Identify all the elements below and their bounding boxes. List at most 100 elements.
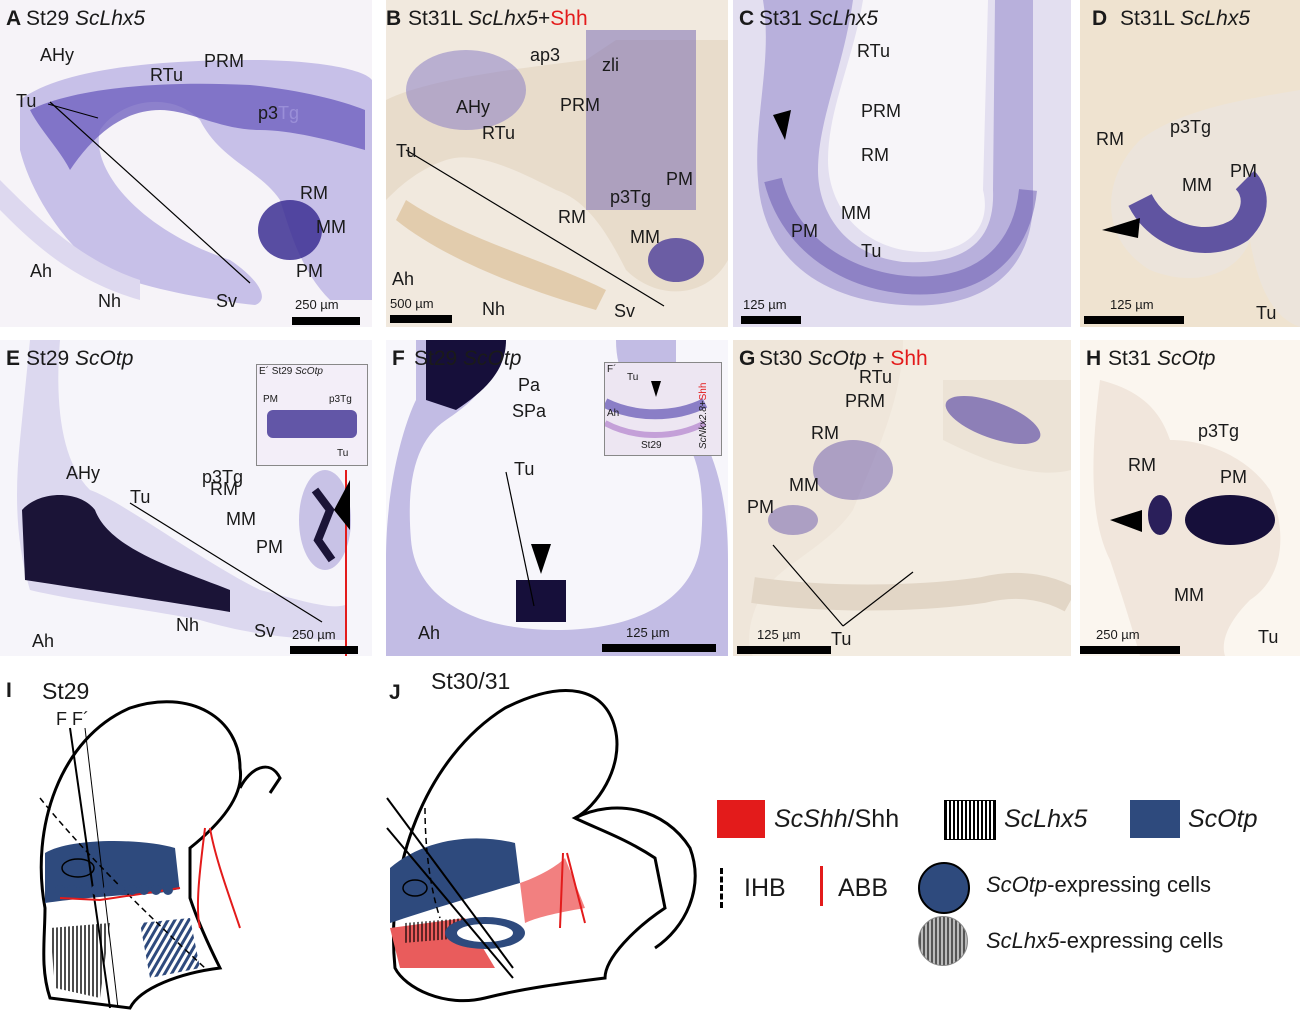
panel-letter: G (739, 347, 756, 370)
panel-b-micrograph (386, 30, 728, 310)
label-p3tg: p3Tg (258, 104, 299, 122)
panel-c: C St31 ScLhx5 RTu PRM RM MM PM Tu 125 µm (733, 0, 1071, 327)
scale-bar-text: 125 µm (757, 627, 801, 642)
panel-letter: A (6, 7, 22, 30)
inset-tu: Tu (337, 448, 349, 459)
label-zli: zli (602, 55, 619, 75)
legend-otp-cells-suffix: -expressing cells (1047, 872, 1211, 897)
legend-ihb-line (720, 868, 723, 908)
scale-bar-text: 250 µm (295, 297, 339, 312)
gene-label: ScLhx5 (75, 7, 146, 30)
inset-ah: Ah (607, 408, 620, 419)
scale-bar-text: 125 µm (626, 625, 670, 640)
legend-lhx5-cells-label: ScLhx5-expressing cells (986, 930, 1223, 952)
gene-label: ScLhx5 (1179, 7, 1250, 30)
label-tu: Tu (861, 241, 882, 261)
label-tg: Tg (278, 103, 300, 123)
label-ahy: AHy (66, 463, 101, 483)
label-mm: MM (316, 217, 346, 237)
scale-bar-text: 125 µm (1110, 297, 1154, 312)
label-rm: RM (861, 145, 889, 165)
inset-side-title: ScNkx2.8+Shh (698, 382, 709, 449)
label-ah: Ah (392, 269, 415, 289)
label-ah: Ah (30, 261, 53, 281)
label-prm: PRM (845, 391, 885, 411)
inset-gene: ScOtp (295, 366, 323, 377)
schematic-j-drawing (386, 689, 697, 1003)
schematic-j: J St30/31 G C (385, 668, 705, 1011)
legend-shh-label: ScShh/Shh (774, 807, 899, 832)
label-spa: SPa (512, 401, 547, 421)
stage-label: St30 (759, 347, 803, 370)
legend-lhx5-cells-suffix: -expressing cells (1059, 928, 1224, 953)
scale-bar-text: 250 µm (1096, 627, 1140, 642)
panel-h: H St31 ScOtp RM p3Tg PM MM Tu 250 µm (1080, 340, 1300, 656)
schematic-title: St30/31 (431, 668, 511, 694)
inset-letter: F´ (607, 364, 617, 375)
panel-letter: E (6, 347, 21, 370)
stage-label: St29 (26, 347, 70, 370)
label-tu: Tu (514, 459, 535, 479)
label-rtu: RTu (859, 367, 893, 387)
label-pm: PM (256, 537, 283, 557)
inset-pm: PM (263, 394, 278, 405)
inset-p3tg: p3Tg (329, 394, 352, 405)
label-tu: Tu (396, 141, 417, 161)
label-mm: MM (789, 475, 819, 495)
schematic-letter: J (389, 681, 401, 704)
panel-c-micrograph (733, 0, 1071, 327)
inset-plus: + (698, 400, 709, 407)
stage-label: St29 (414, 347, 458, 370)
label-nh: Nh (482, 299, 506, 319)
panel-g-micrograph (733, 340, 1071, 656)
gene-label: ScLhx5 (808, 7, 879, 30)
panel-letter: F (392, 347, 405, 370)
inset-stain (267, 410, 357, 438)
legend-shh-protein: /Shh (847, 805, 900, 833)
legend-abb-line (820, 866, 823, 906)
label-rtu: RTu (150, 65, 184, 85)
panel-title: St29 ScOtp (26, 348, 133, 369)
stage-label: St29 (26, 7, 70, 30)
gene-label: ScOtp (1157, 347, 1216, 370)
label-pm: PM (1220, 467, 1247, 487)
label-pm: PM (791, 221, 818, 241)
label-prm: PRM (560, 95, 600, 115)
inset-f-prime: F´ Tu Ah St29 ScNkx2.8+Shh (604, 362, 722, 456)
label-rtu: RTu (857, 41, 891, 61)
label-ah: Ah (418, 623, 441, 643)
section-f-label: F (56, 709, 67, 729)
legend-lhx5-swatch (944, 800, 996, 840)
label-mm: MM (226, 509, 256, 529)
schematic-letter: I (6, 679, 12, 702)
label-ahy: AHy (40, 45, 75, 65)
legend-lhx5-gene: ScLhx5 (1004, 805, 1088, 833)
scale-bar (737, 646, 831, 654)
panel-g: G St30 ScOtp + Shh RTu PRM RM MM PM Tu 1… (733, 340, 1071, 656)
legend-otp-cells-swatch (918, 862, 970, 914)
label-mm: MM (1174, 585, 1204, 605)
inset-f-stain (605, 381, 708, 438)
scale-bar (390, 315, 452, 323)
label-pm: PM (296, 261, 323, 281)
label-tu: Tu (1256, 303, 1277, 323)
label-rtu: RTu (482, 123, 516, 143)
inset-shh: Shh (698, 382, 709, 401)
stage-label: St31 (1108, 347, 1152, 370)
label-nh: Nh (98, 291, 122, 311)
label-p3tg: p3Tg (610, 187, 652, 207)
panel-letter: B (386, 7, 402, 30)
scale-bar (1080, 646, 1180, 654)
stage-label: St31L (408, 7, 463, 30)
panel-title: St31L ScLhx5 (1120, 8, 1250, 29)
label-ah: Ah (32, 631, 55, 651)
scale-bar (602, 644, 716, 652)
panel-b: B St31L ScLhx5+Shh ap3 zli AHy PRM RTu T… (386, 0, 728, 327)
label-tu: Tu (16, 91, 37, 111)
panel-f-micrograph (386, 340, 728, 656)
legend-otp-label: ScOtp (1188, 807, 1257, 832)
inset-stage: St29 (271, 366, 293, 377)
label-rm: RM (1096, 129, 1124, 149)
legend-lhx5-label: ScLhx5 (1004, 807, 1087, 832)
label-mm: MM (1182, 175, 1212, 195)
